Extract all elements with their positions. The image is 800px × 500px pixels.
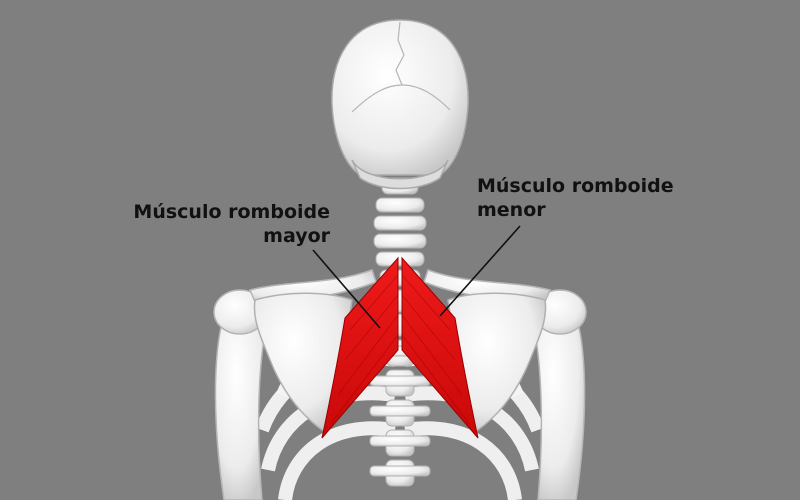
pointer-lines [312,225,521,329]
pointer-line-mayor [312,249,381,329]
rhomboid-major-label-line2: mayor [263,225,330,247]
rhomboid-major-label: Músculo romboide mayor [133,200,330,248]
skull-sutures [351,21,451,113]
rhomboid-major-muscle [321,256,399,439]
thoracic-spine [369,339,431,487]
rhomboid-minor-muscle [401,256,479,439]
rhomboid-minor-label-line2: menor [477,199,546,221]
rhomboid-minor-label-line1: Músculo romboide [477,175,674,197]
skull [331,19,469,190]
rhomboid-minor-label: Músculo romboide menor [477,174,674,222]
humerus [213,289,587,500]
muscle-fibers [329,274,471,426]
rhomboid-major-label-line1: Músculo romboide [133,201,330,223]
pointer-line-menor [439,225,521,317]
